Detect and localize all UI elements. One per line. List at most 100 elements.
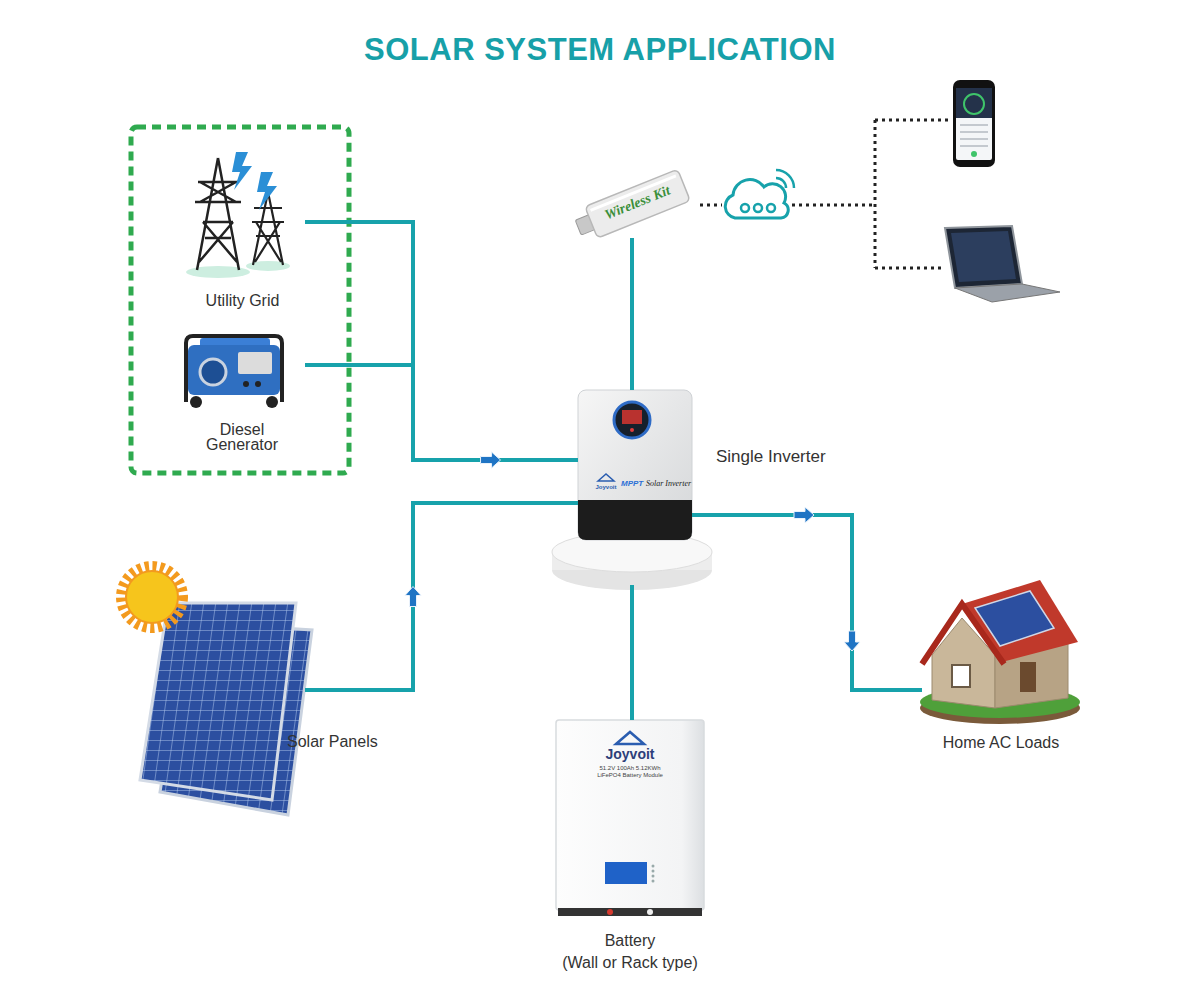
home-loads-node: Home AC Loads	[922, 578, 1080, 718]
solar-panel-icon	[140, 603, 296, 800]
generator-icon	[186, 336, 282, 408]
battery-icon	[652, 880, 655, 883]
house-icon	[952, 665, 970, 687]
battery-icon	[607, 909, 613, 915]
inverter-icon	[578, 390, 692, 540]
wireless-kit-node: Wireless Kit	[580, 172, 695, 238]
battery-icon	[556, 720, 704, 916]
power-connector	[632, 238, 633, 390]
inverter-icon	[578, 500, 692, 540]
house-icon	[962, 580, 1078, 662]
power-connector	[692, 507, 922, 690]
inverter-icon	[630, 428, 634, 432]
node-label: Home AC Loads	[922, 734, 1080, 752]
node-label: Utility Grid	[180, 292, 305, 310]
network-line	[700, 120, 950, 268]
power-connector	[305, 503, 578, 690]
pylon-icon	[257, 172, 277, 210]
inverter-icon	[622, 410, 642, 424]
node-label: Wireless Kit	[581, 173, 694, 233]
utility-grid-node: Utility Grid	[180, 150, 305, 280]
cloud-icon	[767, 204, 775, 212]
power-connector	[305, 222, 578, 468]
cloud-icon	[754, 204, 762, 212]
generator-icon	[243, 381, 249, 387]
brand-text: Joyvoit	[580, 746, 680, 762]
generator-icon	[238, 352, 272, 374]
connector-line	[630, 238, 634, 390]
node-label: Battery	[556, 932, 704, 950]
node-label: Solar Panels	[287, 733, 378, 751]
source-group-frame	[131, 127, 349, 473]
arrow-head	[405, 587, 421, 607]
phone-icon	[971, 151, 977, 157]
arrow-head	[481, 452, 501, 468]
spec-text: 51.2V 100Ah 5.12KWh LiFePO4 Battery Modu…	[592, 765, 668, 779]
pylon-icon	[195, 158, 241, 270]
battery-icon	[556, 720, 704, 910]
laptop-icon	[945, 226, 1060, 302]
generator-node: Diesel Generator	[180, 330, 305, 402]
battery-icon	[616, 732, 644, 744]
house-icon	[922, 604, 1004, 664]
source-group-frame	[131, 127, 349, 473]
node-label: (Wall or Rack type)	[530, 954, 730, 972]
cloud-icon	[776, 170, 794, 188]
laptop-icon	[945, 226, 1022, 288]
cloud-icon	[741, 204, 749, 212]
model-text: MPPT	[621, 479, 643, 488]
pylon-icon	[232, 152, 252, 190]
cloud-icon	[725, 170, 794, 218]
node-label: Single Inverter	[716, 448, 826, 466]
arrow-head	[844, 631, 860, 651]
connector-line	[305, 222, 578, 460]
inverter-icon	[552, 390, 712, 590]
battery-icon	[652, 870, 655, 873]
network-line	[700, 120, 950, 268]
pylon-icon	[186, 152, 290, 278]
phone-icon	[953, 80, 995, 167]
sun-icon	[126, 571, 178, 623]
connector-line	[305, 503, 578, 690]
phone-icon	[956, 88, 992, 118]
generator-icon	[255, 381, 261, 387]
model-text: Solar Inverter	[646, 479, 691, 488]
node-label: Diesel Generator	[197, 422, 287, 452]
battery-icon	[652, 875, 655, 878]
pylon-icon	[186, 266, 250, 278]
battery-icon	[647, 909, 653, 915]
power-connector	[305, 365, 578, 468]
connector-line	[305, 365, 578, 460]
phone-icon	[960, 125, 988, 146]
power-connector	[632, 585, 633, 720]
solar-panel-node: Solar Panels	[145, 600, 305, 815]
arrow-head	[481, 452, 501, 468]
generator-icon	[200, 359, 226, 385]
diagram-title: SOLAR SYSTEM APPLICATION	[0, 32, 1200, 68]
arrow-head	[794, 507, 814, 523]
pylon-icon	[252, 192, 284, 265]
generator-icon	[188, 345, 280, 395]
phone-icon	[964, 94, 984, 114]
battery-icon	[652, 865, 655, 868]
connector-line	[630, 585, 634, 720]
battery-icon	[558, 908, 702, 916]
brand-text: Joyvoit	[590, 484, 622, 491]
generator-icon	[186, 336, 282, 402]
generator-icon	[266, 396, 278, 408]
solar-panel-icon	[140, 603, 312, 815]
phone-icon	[953, 80, 995, 167]
inverter-icon	[614, 402, 650, 438]
battery-icon	[605, 862, 647, 884]
sun-icon	[121, 566, 183, 628]
generator-icon	[190, 396, 202, 408]
phone-icon	[956, 88, 992, 160]
sun-icon	[121, 566, 183, 628]
laptop-icon	[951, 231, 1016, 282]
house-icon	[920, 580, 1080, 724]
